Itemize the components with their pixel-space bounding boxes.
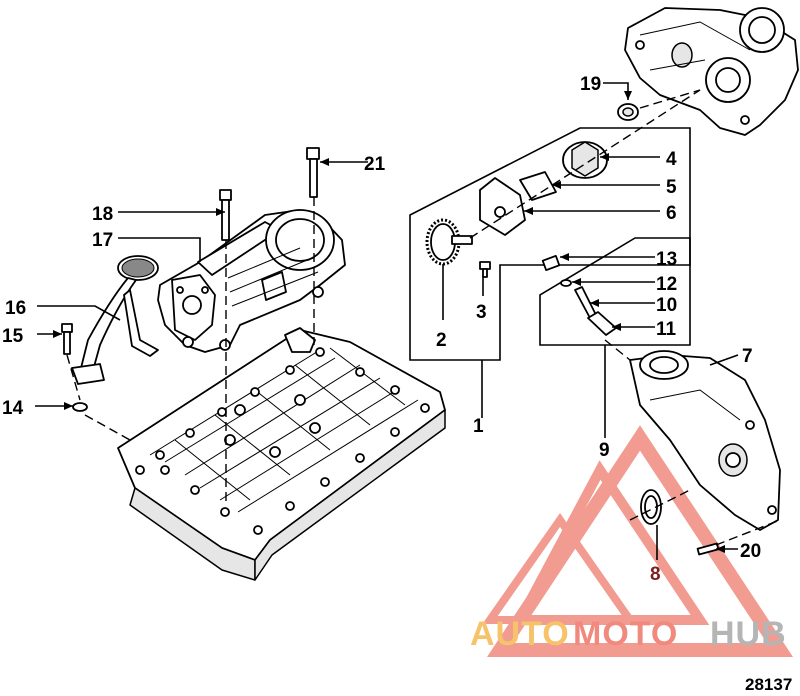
callout-12: 12 (656, 274, 677, 295)
leader-arrowheads (53, 91, 725, 553)
gear-5 (519, 171, 557, 201)
callout-3: 3 (476, 302, 487, 323)
bolt-21 (306, 147, 320, 198)
bolt-15 (61, 323, 73, 355)
callout-4: 4 (666, 149, 677, 170)
washer-14 (72, 402, 88, 412)
callout-17: 17 (92, 230, 113, 251)
watermark-hub: HUB (710, 615, 787, 653)
watermark-logo (482, 425, 794, 657)
watermark-auto: AUTO (470, 615, 570, 653)
callout-1: 1 (473, 416, 484, 437)
callout-2: 2 (436, 330, 447, 351)
callout-8: 8 (650, 564, 661, 585)
group-bracket-9 (539, 237, 691, 346)
callout-19: 19 (580, 74, 601, 95)
watermark-text: AUTO MOTO HUB (470, 615, 787, 653)
callout-6: 6 (666, 203, 677, 224)
rotor-4 (562, 141, 608, 179)
callout-labels: 1 2 3 4 5 6 7 8 9 10 11 12 13 14 15 16 1… (2, 74, 761, 585)
callout-7: 7 (742, 346, 753, 367)
callout-5: 5 (666, 177, 677, 198)
oil-pickup-tube (71, 255, 159, 385)
figure-number: 28137 (745, 675, 792, 694)
oil-pump-housing-top (624, 7, 799, 136)
relief-valve-parts (541, 255, 617, 336)
bolt-18 (219, 189, 232, 241)
callout-13: 13 (656, 249, 677, 270)
seal-8 (640, 489, 662, 525)
callout-21: 21 (364, 154, 386, 175)
pump-plate-6 (479, 177, 526, 236)
callout-18: 18 (92, 204, 113, 225)
bolt-20 (696, 542, 720, 556)
coupling-19 (617, 103, 639, 121)
group-bracket-1 (409, 127, 691, 361)
screw-3 (479, 261, 491, 278)
callout-14: 14 (2, 398, 24, 419)
callout-11: 11 (656, 319, 677, 340)
callout-16: 16 (5, 298, 26, 319)
balance-shaft-housing (157, 209, 346, 353)
callout-9: 9 (599, 440, 610, 461)
watermark-moto: MOTO (573, 615, 678, 653)
callout-10: 10 (656, 295, 677, 316)
gear-2 (425, 218, 473, 266)
engine-block (117, 327, 446, 581)
callout-15: 15 (2, 326, 24, 347)
oil-pump-cover-7 (629, 350, 781, 531)
callout-20: 20 (740, 541, 761, 562)
